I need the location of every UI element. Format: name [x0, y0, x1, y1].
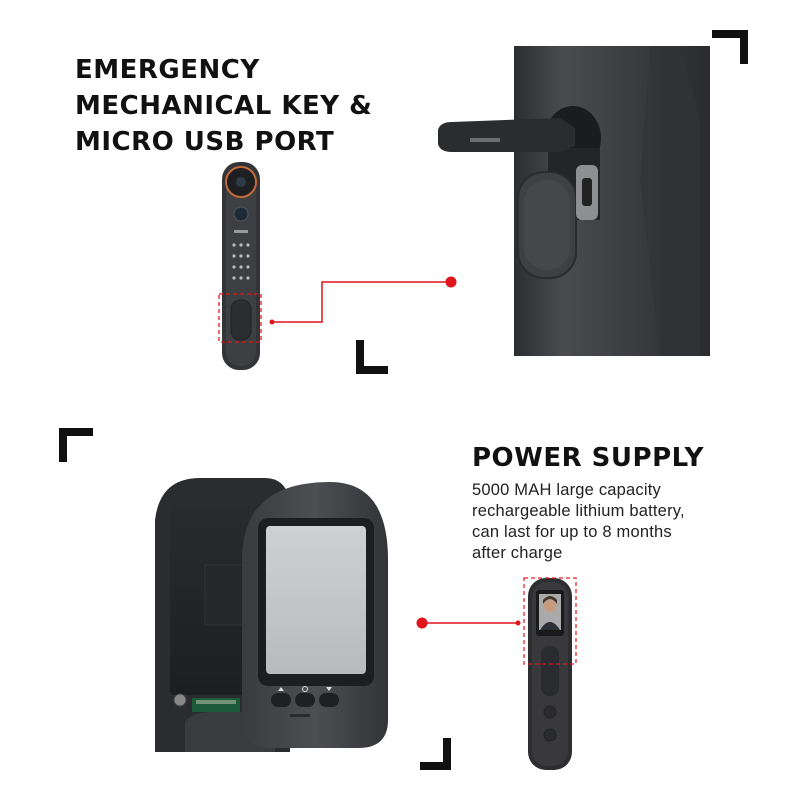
- face-display: [539, 594, 561, 630]
- corner-bracket-bottom: [420, 738, 451, 770]
- screen-buttons: [271, 686, 339, 707]
- callout-end-dot: [445, 276, 457, 288]
- callout-start-dot: [515, 620, 521, 626]
- callout-start-dot: [269, 319, 275, 325]
- description-line: 5000 MAH large capacity: [472, 481, 661, 499]
- keypad-dots: [232, 243, 250, 280]
- display-screen: [266, 526, 366, 674]
- battery-cover-with-screen: [242, 482, 388, 748]
- callout-end-dot: [416, 617, 428, 629]
- callout-line-top: [272, 281, 451, 323]
- ok-icon: [302, 686, 308, 692]
- lock-closeup-key-usb: [438, 46, 710, 356]
- callout-line-bottom: [416, 617, 521, 629]
- key-usb-heading: EMERGENCY MECHANICAL KEY & MICRO USB POR…: [75, 52, 375, 160]
- heading-line: MICRO USB PORT: [75, 127, 335, 157]
- smart-lock-face-display: [523, 577, 577, 770]
- description-line: can last for up to 8 months: [472, 523, 672, 541]
- power-supply-description: 5000 MAH large capacity rechargeable lit…: [472, 480, 742, 564]
- description-line: after charge: [472, 544, 563, 562]
- smart-lock-front-small: [218, 162, 262, 370]
- micro-usb-port: [576, 165, 598, 220]
- description-line: rechargeable lithium battery,: [472, 502, 685, 520]
- heading-line: EMERGENCY: [75, 55, 260, 85]
- battery-connector: [192, 698, 240, 712]
- corner-bracket-mid-left: [356, 340, 388, 374]
- corner-bracket-top-right: [712, 30, 748, 64]
- heading-line: MECHANICAL KEY &: [75, 91, 373, 121]
- power-supply-heading: POWER SUPPLY: [472, 443, 704, 473]
- usb-port-cover: [517, 171, 577, 279]
- down-arrow-icon: [326, 687, 332, 691]
- up-arrow-icon: [278, 687, 284, 691]
- mechanical-key: [438, 118, 575, 152]
- corner-bracket-lower-left: [59, 428, 93, 462]
